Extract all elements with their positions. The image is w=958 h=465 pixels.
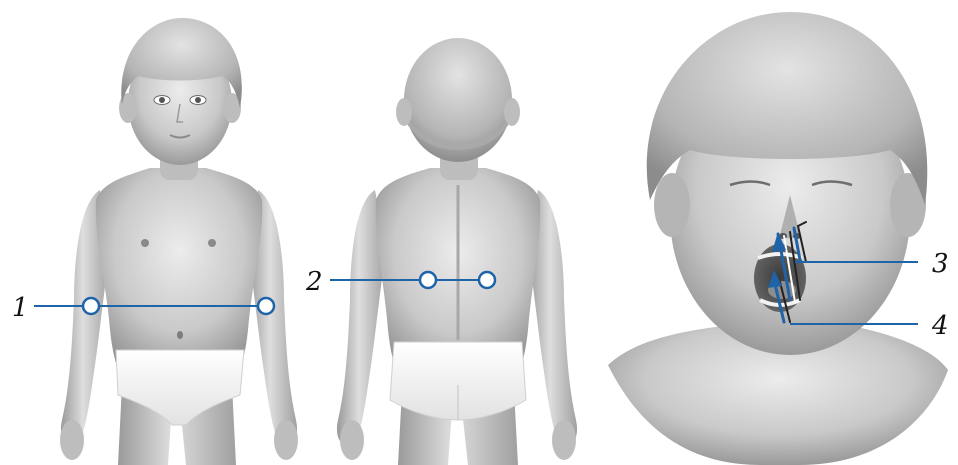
front-view-figure [60, 18, 298, 465]
label-2: 2 [305, 267, 323, 297]
marker-2-left [420, 272, 436, 288]
label-1: 1 [12, 293, 29, 323]
marker-1-right [258, 298, 274, 314]
marker-1-left [83, 298, 99, 314]
label-4: 4 [931, 311, 949, 341]
front-torso [96, 168, 262, 375]
back-view-figure [337, 38, 577, 465]
head-closeup [608, 12, 948, 465]
label-3: 3 [932, 249, 949, 279]
marker-2-right [479, 272, 495, 288]
